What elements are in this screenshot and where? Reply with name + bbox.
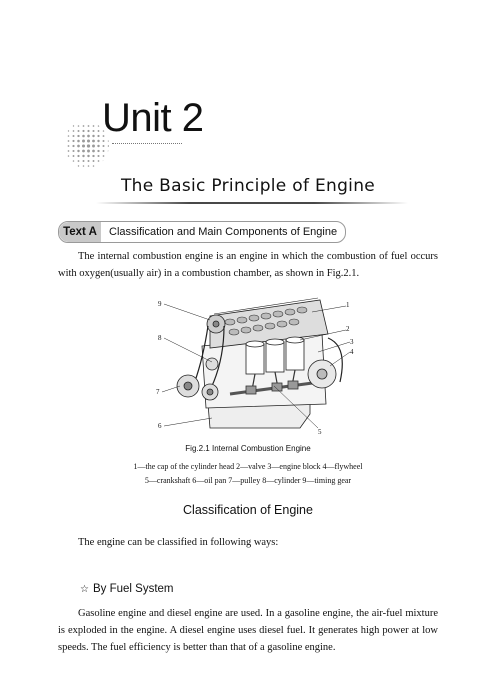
unit-title: Unit 2 (102, 96, 204, 140)
callout-2: 2 (346, 325, 350, 333)
classification-intro: The engine can be classified in followin… (78, 537, 279, 548)
chapter-title: The Basic Principle of Engine (120, 176, 376, 196)
chapter-underline (96, 202, 408, 204)
intro-paragraph: The internal combustion engine is an eng… (58, 251, 438, 279)
callout-8: 8 (158, 334, 162, 342)
figure-legend-row-2: 5—crankshaft 6—oil pan 7—pulley 8—cylind… (144, 476, 352, 485)
engine-illustration: 1 2 3 4 5 6 7 8 9 (156, 297, 354, 436)
subheading-fuel-system: ☆By Fuel System (80, 583, 174, 595)
figure-legend-row-1: 1—the cap of the cylinder head 2—valve 3… (133, 462, 363, 471)
subheading-label: By Fuel System (92, 583, 174, 595)
callout-6: 6 (158, 422, 162, 430)
section-tab-label: Text A (59, 222, 101, 242)
callout-4: 4 (350, 348, 354, 356)
callout-3: 3 (350, 338, 354, 346)
callout-5: 5 (318, 428, 322, 436)
callout-9: 9 (158, 300, 162, 308)
section-tab: Text A Classification and Main Component… (58, 221, 346, 243)
figure-caption: Fig.2.1 Internal Combustion Engine (185, 444, 311, 453)
callout-1: 1 (346, 301, 350, 309)
dotted-ball-icon (67, 125, 109, 167)
unit-divider (112, 143, 182, 144)
section-tab-title: Classification and Main Components of En… (109, 226, 338, 238)
star-icon: ☆ (80, 584, 89, 595)
section-heading: Classification of Engine (183, 503, 313, 517)
fuel-system-paragraph: Gasoline engine and diesel engine are us… (58, 608, 438, 653)
callout-7: 7 (156, 388, 160, 396)
